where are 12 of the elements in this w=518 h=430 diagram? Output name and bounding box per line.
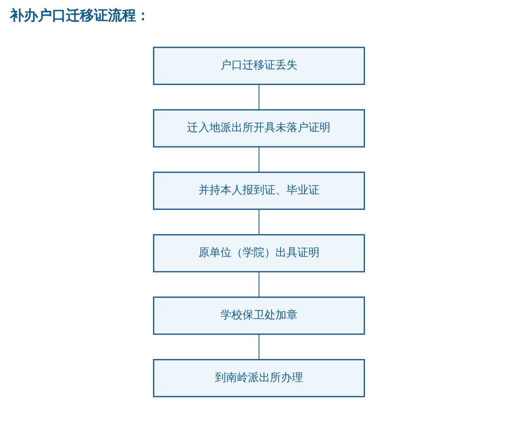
node-box: 户口迁移证丢失 [153,46,365,85]
connector [258,271,260,298]
connector [258,334,260,360]
connector [258,84,260,110]
diagram-title: 补办户口迁移证流程： [10,7,150,25]
connector [258,146,260,173]
node-box: 并持本人报到证、毕业证 [153,172,365,210]
node-box: 到南岭派出所办理 [153,359,365,398]
connector [258,208,260,236]
node-box: 原单位（学院）出具证明 [153,234,365,272]
node-box: 学校保卫处加章 [153,296,365,335]
node-box: 迁入地派出所开具未落户证明 [153,109,365,148]
